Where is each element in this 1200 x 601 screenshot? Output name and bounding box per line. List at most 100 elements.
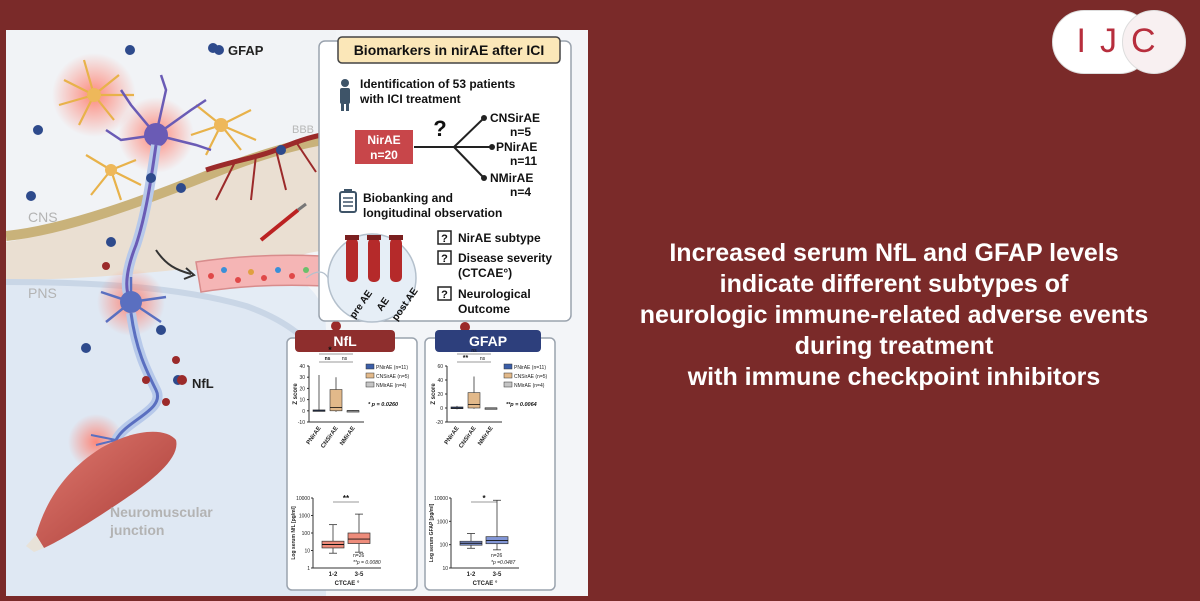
nfl-log-chart: 10000 1000 100 10 1 Log serum NfL [pg/ml] 1-2 3… (291, 494, 381, 587)
log-pvalue: *p =0.0487 (491, 560, 516, 566)
sig-right: ns (342, 356, 348, 362)
log-tick-label: 10000 (434, 496, 448, 502)
subtype-branches (414, 117, 492, 179)
gfap-header (435, 330, 541, 352)
log-category-label: 3-5 (493, 572, 502, 578)
log-sig: * (482, 494, 486, 503)
z-box (329, 389, 343, 412)
question-mark: ? (441, 233, 448, 245)
gfap-legend-dot (214, 45, 224, 55)
blood-cells (208, 267, 309, 283)
log-tick-label: 1 (307, 566, 310, 572)
legend-entry: CNSirAE (n=5) (376, 374, 410, 380)
nirae-box (355, 130, 413, 164)
log-n-label: n=26 (353, 553, 364, 559)
subtype-n: n=4 (510, 185, 531, 199)
nmj-label-line2: junction (109, 522, 164, 538)
question-mark: ? (441, 289, 448, 301)
log-category-label: 1-2 (329, 572, 338, 578)
legend-entry: CNSirAE (n=5) (514, 374, 548, 380)
z-tick-label: -10 (298, 420, 305, 426)
muscle (36, 431, 177, 548)
sig-main: * (328, 345, 332, 355)
legend-swatch (365, 381, 375, 388)
tube-cap (345, 235, 359, 240)
astrocyte-body-2 (214, 118, 228, 132)
question-line1: Disease severity (458, 251, 552, 265)
biobanking-line1: Biobanking and (363, 191, 453, 205)
legend-swatch (365, 372, 375, 379)
log-ylabel: Log serum GFAP [pg/ml] (429, 503, 435, 562)
question-line1: Neurological (458, 287, 531, 301)
question-mark: ? (441, 253, 448, 265)
sig-top: ns (471, 348, 477, 354)
astrocyte-cells (58, 59, 257, 201)
subtype-n: n=5 (510, 125, 531, 139)
sig-left: ** (463, 355, 469, 362)
cns-neuron-dendrites (105, 74, 212, 152)
nfl-particles (102, 262, 470, 406)
nfl-title: NfL (333, 333, 357, 349)
log-category-label: 3-5 (355, 572, 364, 578)
question-box (437, 250, 452, 265)
log-tick-label: 100 (302, 531, 311, 537)
subtype-name: NMirAE (490, 171, 533, 185)
sample-tube (346, 238, 358, 282)
sig-left: ns (325, 356, 331, 362)
abstract-svg: GFAP BBB CNS PNS NfL Neuromuscular junct… (5, 30, 572, 596)
gfap-label: GFAP (228, 43, 264, 58)
z-tick-label: 0 (302, 409, 305, 415)
nfl-legend-dot (177, 375, 187, 385)
subtype-name: PNirAE (496, 140, 537, 154)
bbb-membrane (5, 133, 337, 241)
pns-neuron-dendrites (100, 277, 167, 324)
nirae-n: n=20 (370, 148, 398, 162)
log-tick-label: 10 (304, 549, 310, 555)
log-tick-label: 1000 (437, 519, 448, 525)
legend-entry: PNirAE (n=11) (376, 365, 408, 371)
astrocyte-body-1 (87, 88, 101, 102)
question-line2: (CTCAE°) (458, 266, 512, 280)
z-ylabel: Z score (431, 383, 437, 405)
cns-label: CNS (28, 209, 58, 225)
sample-tube (368, 238, 380, 282)
nirae-question-mark: ? (433, 116, 446, 141)
z-tick-label: 20 (299, 386, 305, 392)
log-pvalue: **p = 0.0080 (353, 560, 381, 566)
log-xlabel: CTCAE ° (473, 581, 498, 587)
z-pvalue: **p = 0.0064 (506, 402, 537, 408)
log-ylabel: Log serum NfL [pg/ml] (291, 506, 297, 560)
nmj-label-line1: Neuromuscular (110, 504, 213, 520)
z-ylabel: Z score (293, 383, 299, 405)
sample-tube (390, 238, 402, 282)
question-line2: Outcome (458, 302, 510, 316)
nfl-label: NfL (192, 376, 214, 391)
z-tick-label: 40 (437, 378, 443, 384)
log-n-label: n=26 (491, 553, 502, 559)
headline-line: neurologic immune-related adverse events (639, 301, 1149, 329)
abstract-panel: GFAP BBB CNS PNS NfL Neuromuscular junct… (5, 30, 588, 596)
log-tick-label: 10000 (296, 496, 310, 502)
muscle-tendon (26, 535, 44, 552)
z-tick-label: 10 (299, 398, 305, 404)
z-tick-label: 0 (440, 406, 443, 412)
cns-neuron-body (144, 123, 168, 147)
pns-label: PNS (28, 285, 57, 301)
log-xlabel: CTCAE ° (335, 581, 360, 587)
gfap-title: GFAP (469, 333, 507, 349)
question-line1: NirAE subtype (458, 231, 541, 245)
z-tick-label: 30 (299, 375, 305, 381)
headline-line: during treatment (794, 332, 994, 360)
sig-right: ns (480, 356, 486, 362)
nirae-label: NirAE (367, 133, 400, 147)
identification-line1: Identification of 53 patients (360, 77, 516, 91)
question-box (437, 286, 452, 301)
biobanking-line2: longitudinal observation (363, 206, 502, 220)
syringe (259, 208, 300, 242)
log-tick-label: 1000 (299, 514, 310, 520)
biomarker-title: Biomarkers in nirAE after ICI (354, 42, 545, 58)
ijc-logo-text: IJC (1076, 22, 1170, 60)
